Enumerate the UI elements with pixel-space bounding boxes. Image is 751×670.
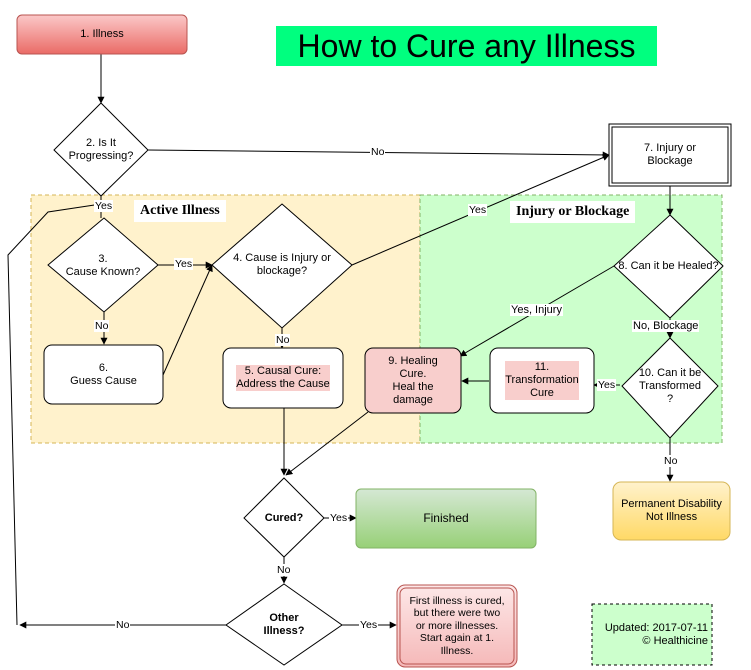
node-cause-known: 3. Cause Known? bbox=[65, 253, 141, 278]
node-updated: Updated: 2017-07-11 © Healthicine bbox=[604, 621, 708, 647]
node-cause-injury-shape bbox=[211, 203, 353, 329]
node-causal-cure: 5. Causal Cure: Address the Cause bbox=[236, 365, 330, 391]
edge-label-no-transform: No bbox=[663, 455, 679, 467]
node-cured: Cured? bbox=[264, 511, 304, 524]
node-first-cured-inner bbox=[399, 587, 515, 665]
edge-healing-to-cured bbox=[285, 411, 369, 476]
edge-label-no-injury: No bbox=[275, 334, 291, 346]
edge-guess-to-injury bbox=[162, 264, 213, 376]
node-updated-shape bbox=[591, 603, 713, 666]
node-injury-blockage-shape bbox=[608, 123, 732, 187]
node-finished: Finished bbox=[423, 511, 469, 525]
node-permanent-shape bbox=[612, 481, 731, 541]
edge-label-no-cured: No bbox=[276, 564, 292, 576]
node-progressing-shape bbox=[53, 102, 149, 197]
edge-loop-back bbox=[7, 201, 102, 626]
node-can-heal-shape bbox=[613, 214, 724, 319]
node-permanent: Permanent Disability Not Illness bbox=[621, 498, 722, 523]
edge-label-yes-injury: Yes bbox=[468, 204, 488, 216]
node-can-transform-shape bbox=[621, 337, 719, 439]
edge-label-no-blockage: No, Blockage bbox=[632, 320, 700, 332]
node-can-heal: 8. Can it be Healed? bbox=[618, 259, 719, 272]
node-first-cured: First illness is cured, but there were t… bbox=[409, 594, 505, 657]
node-cured-shape bbox=[243, 477, 325, 558]
edge-label-yes-other: Yes bbox=[359, 619, 379, 631]
edge-label-yes-injury-heal: Yes, Injury bbox=[510, 304, 563, 316]
edge-label-yes-known: Yes bbox=[174, 258, 194, 270]
edge-label-no-progress: No bbox=[370, 146, 386, 158]
node-finished-shape bbox=[355, 488, 537, 549]
node-transformation-cure: 11. Transformation Cure bbox=[505, 361, 579, 400]
node-progressing: 2. Is It Progressing? bbox=[68, 137, 134, 162]
injury-blockage-label: Injury or Blockage bbox=[510, 201, 636, 223]
node-injury-blockage-inner bbox=[611, 126, 729, 184]
node-illness-shape bbox=[16, 14, 188, 55]
node-can-transform: 10. Can it be Transformed ? bbox=[638, 366, 702, 405]
node-injury-blockage: 7. Injury or Blockage bbox=[644, 142, 696, 167]
node-cause-known-shape bbox=[47, 217, 159, 313]
node-guess-cause: 6. Guess Cause bbox=[70, 361, 137, 387]
node-healing-cure: 9. Healing Cure. Heal the damage bbox=[388, 354, 438, 406]
edge-label-no-other: No bbox=[115, 619, 131, 631]
edge-label-yes-progress: Yes bbox=[94, 200, 114, 212]
node-first-cured-shape bbox=[396, 584, 518, 668]
node-guess-cause-shape bbox=[43, 344, 164, 405]
node-cause-injury: 4. Cause is Injury or blockage? bbox=[233, 252, 331, 277]
node-healing-cure-shape bbox=[364, 347, 462, 414]
active-illness-label: Active Illness bbox=[134, 200, 226, 222]
edge-label-yes-cured: Yes bbox=[329, 512, 349, 524]
page-title: How to Cure any Illness bbox=[276, 26, 657, 66]
node-other-illness-shape bbox=[225, 583, 343, 666]
edge-label-yes-transform: Yes bbox=[597, 379, 617, 391]
node-illness: 1. Illness bbox=[80, 28, 124, 40]
node-other-illness: Other Illness? bbox=[263, 612, 305, 637]
edge-label-no-known: No bbox=[94, 320, 110, 332]
